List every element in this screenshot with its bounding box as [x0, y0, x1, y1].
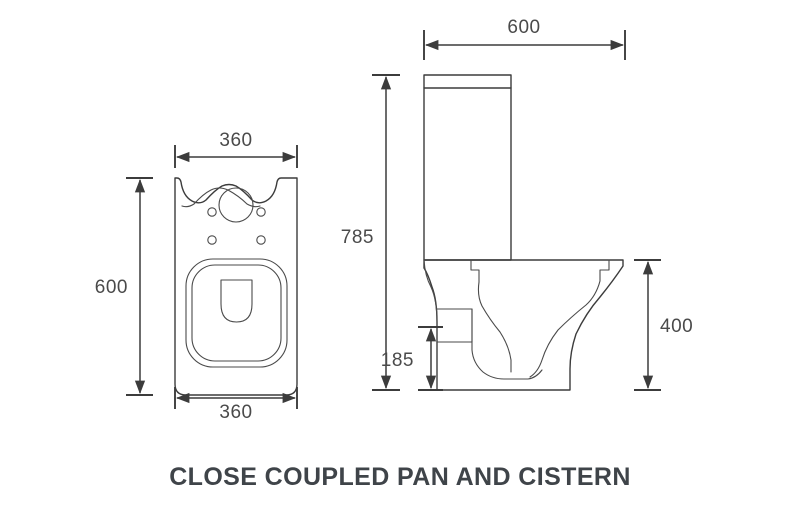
- dim-side-depth: 600: [423, 17, 626, 60]
- dim-label-side-trap-height: 185: [381, 350, 414, 371]
- plan-seat-shoulder-line: [181, 187, 261, 208]
- dim-plan-top-width: 360: [174, 130, 298, 168]
- dim-label-plan-height: 600: [95, 277, 128, 298]
- dim-label-side-depth: 600: [507, 17, 540, 38]
- side-rim-notch-right: [599, 259, 610, 282]
- dim-side-seat-height: 400: [634, 259, 693, 391]
- side-bowl-right-wall: [529, 280, 601, 378]
- side-rim-notch-left: [470, 259, 480, 283]
- side-bowl-left-wall: [477, 281, 512, 373]
- dim-label-side-seat-height: 400: [660, 316, 693, 337]
- dim-plan-height: 600: [95, 177, 153, 396]
- dim-side-total-height: 785: [341, 74, 400, 391]
- dim-label-plan-bottom-width: 360: [219, 402, 252, 423]
- plan-fixing-hole-lower-left: [207, 235, 217, 245]
- dim-label-plan-top-width: 360: [219, 130, 252, 151]
- plan-fixing-hole-upper-right: [256, 207, 266, 217]
- side-view-geometry: [423, 74, 624, 391]
- side-pan-outline: [423, 259, 624, 391]
- plan-bowl-rim-inner: [191, 264, 282, 362]
- plan-flush-aperture: [220, 279, 253, 323]
- side-pan-left-scurve: [423, 259, 438, 391]
- plan-fixing-hole-upper-left: [207, 207, 217, 217]
- dim-side-trap-height: 185: [381, 326, 443, 391]
- drawing-title: CLOSE COUPLED PAN AND CISTERN: [169, 463, 631, 491]
- dim-label-side-total-height: 785: [341, 227, 374, 248]
- plan-fixing-hole-lower-right: [256, 235, 266, 245]
- plan-center-circle: [218, 187, 254, 223]
- side-trap-channel: [471, 308, 543, 380]
- dim-plan-bottom-width: 360: [174, 387, 298, 423]
- plan-bowl-rim-outer: [185, 258, 288, 368]
- side-outlet-box: [436, 308, 473, 343]
